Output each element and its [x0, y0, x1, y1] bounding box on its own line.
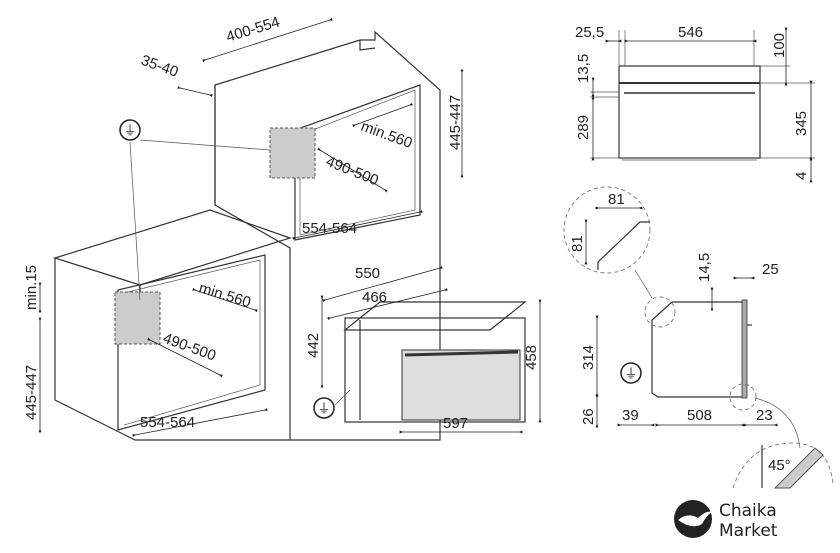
- dim-oven-height-side: 442: [305, 333, 322, 358]
- dim-front-door-height: 289: [575, 115, 592, 140]
- plug-icon: ⏚: [119, 119, 141, 141]
- dim-side-front: 23: [756, 407, 773, 424]
- dim-oven-body-depth: 466: [362, 289, 387, 306]
- dim-lower-width: 554-564: [140, 414, 195, 431]
- dim-angle: 45°: [768, 457, 791, 474]
- svg-text:⏚: ⏚: [123, 123, 136, 138]
- dim-oven-depth: 550: [355, 265, 380, 282]
- dim-upper-height: 445-447: [447, 95, 464, 150]
- dim-lower-min-depth: min.560: [197, 280, 253, 312]
- dim-upper-width: 554-564: [302, 220, 357, 237]
- tall-cabinet: [214, 30, 441, 441]
- dim-lower-height: 445-447: [23, 365, 40, 420]
- svg-text:⏚: ⏚: [624, 366, 637, 381]
- dim-upper-depth: 490-500: [324, 153, 381, 189]
- chaika-market-logo: Chaika Market: [674, 500, 778, 541]
- svg-text:⏚: ⏚: [317, 401, 330, 416]
- dim-side-top: 14,5: [696, 253, 713, 282]
- dim-side-height: 314: [580, 345, 597, 370]
- side-view: [563, 186, 834, 489]
- dim-front-left-offset: 25,5: [575, 24, 604, 41]
- dim-tall-offset: 35-40: [139, 52, 181, 81]
- dim-lower-min-gap: min.15: [23, 265, 40, 310]
- dim-front-width: 546: [678, 24, 703, 41]
- socket-area-lower: [114, 291, 161, 345]
- dim-upper-min-depth: min.560: [359, 118, 415, 152]
- front-view: [590, 30, 815, 161]
- dim-oven-width: 597: [443, 415, 468, 432]
- dim-tall-width: 400-554: [224, 13, 282, 45]
- dim-chamfer-width: 81: [608, 191, 625, 208]
- dim-chamfer-height: 81: [569, 235, 586, 252]
- dim-side-depth: 508: [687, 407, 712, 424]
- dim-front-strip: 13,5: [575, 54, 592, 83]
- oven-unit: [334, 301, 527, 423]
- dim-door-thickness: 25: [762, 261, 779, 278]
- dim-side-bottom: 26: [580, 408, 597, 425]
- dim-front-top-gap: 100: [771, 33, 788, 58]
- dim-side-rear: 39: [622, 407, 639, 424]
- logo-line1: Chaika: [719, 501, 777, 521]
- dim-front-bottom: 4: [793, 172, 810, 180]
- plug-icon: ⏚: [620, 362, 642, 384]
- logo-line2: Market: [719, 521, 778, 541]
- plug-icon: ⏚: [313, 397, 335, 419]
- lower-cabinet: [52, 209, 292, 441]
- dim-oven-height-front: 458: [523, 345, 540, 370]
- socket-area-upper: [269, 127, 316, 179]
- dim-front-height: 345: [793, 111, 810, 136]
